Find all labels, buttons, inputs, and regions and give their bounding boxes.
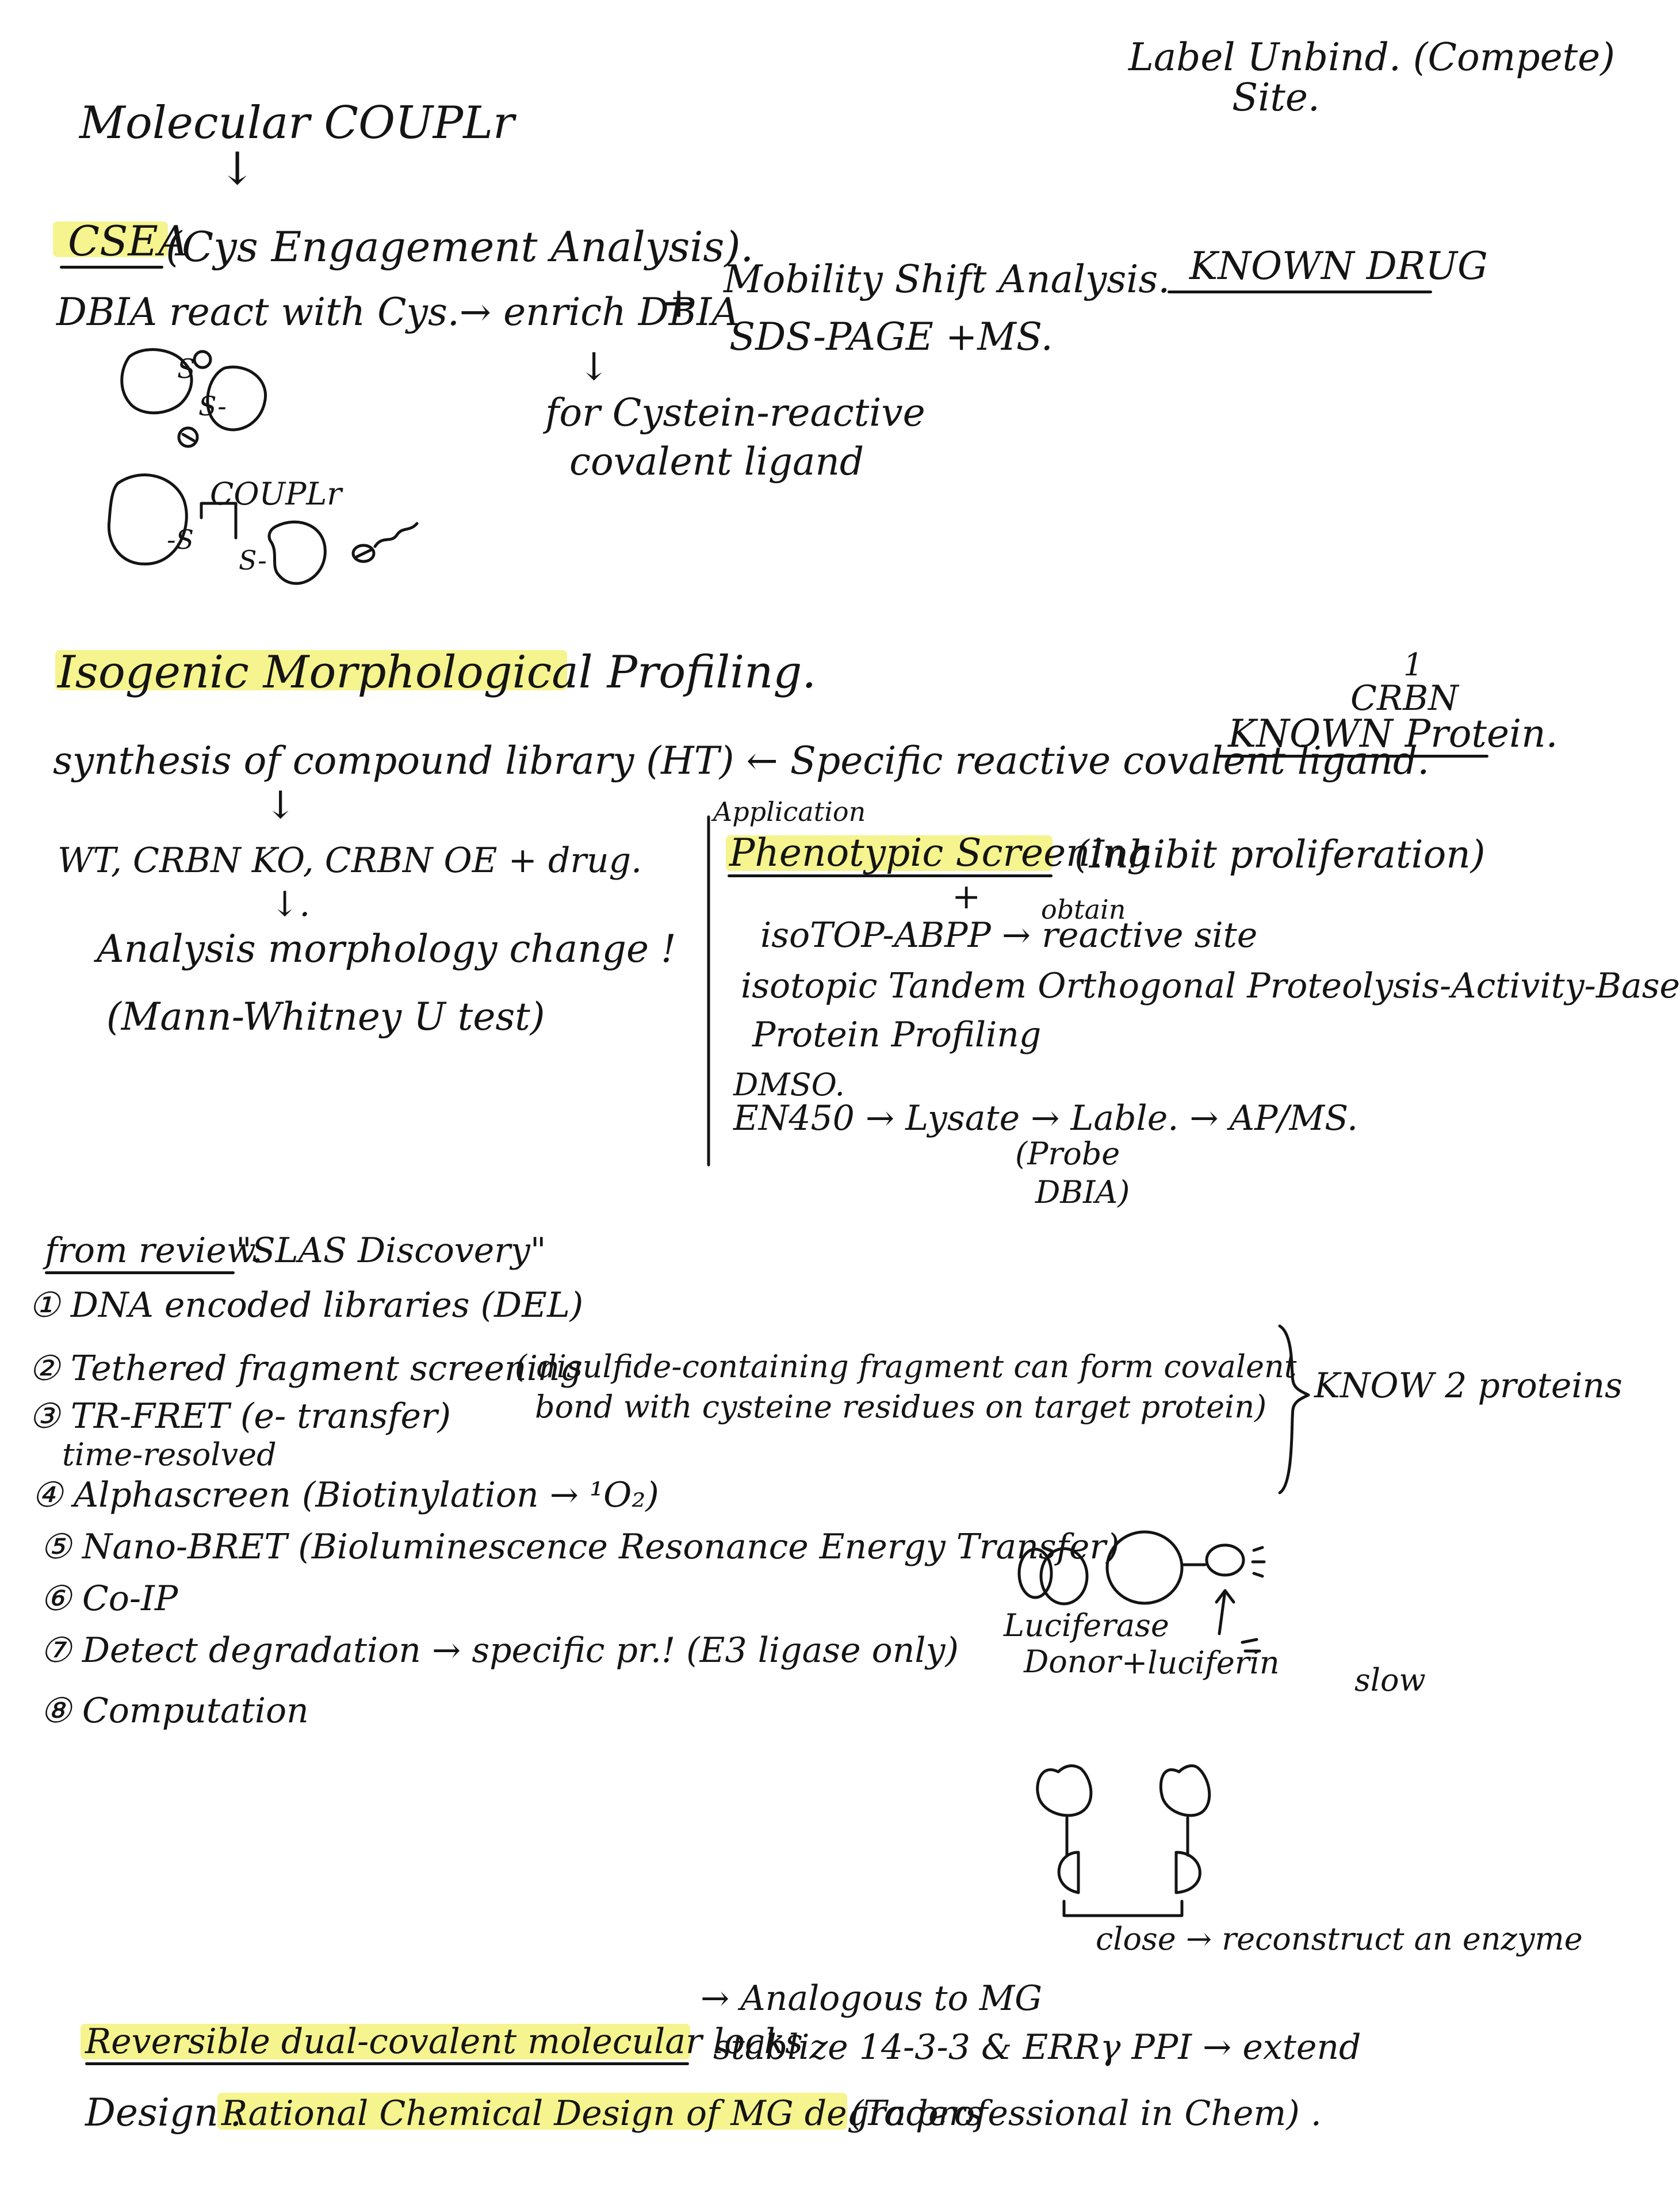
- review-item-2: ② Tethered fragment screening: [29, 1348, 582, 1389]
- down-arrow-couplr: ↓: [219, 143, 257, 195]
- protein-profiling-text: Protein Profiling: [752, 1015, 1042, 1055]
- known-protein-label: KNOWN Protein.: [1228, 712, 1558, 756]
- know-two-proteins-text: KNOW 2 proteins: [1314, 1366, 1622, 1406]
- highlight-isogenic: [55, 650, 567, 690]
- mann-whitney-text: (Mann-Whitney U test): [106, 995, 545, 1039]
- crbn-tick: 1: [1403, 647, 1423, 683]
- en450-pipeline-line: EN450 → Lysate → Lable. → AP/MS.: [733, 1098, 1358, 1138]
- review-item-1: ① DNA encoded libraries (DEL): [29, 1285, 584, 1325]
- analogous-to-mg-text: → Analogous to MG: [701, 1978, 1043, 2019]
- cysteine-reactive-text: for Cystein-reactive: [545, 391, 925, 435]
- dmso-text: DMSO.: [733, 1067, 845, 1103]
- highlight-phenotypic: [726, 835, 1053, 871]
- synthesis-line: synthesis of compound library (HT) ← Spe…: [53, 739, 1430, 783]
- locks-underline: [85, 2062, 689, 2065]
- slow-label: slow: [1354, 1662, 1426, 1698]
- review-item-7: ⑦ Detect degradation → specific pr.! (E3…: [40, 1630, 959, 1671]
- tethered-detail-1: ( disulfide-containing fragment can form…: [515, 1348, 1297, 1385]
- locks-heading: Reversible dual-covalent molecular locks: [85, 2021, 803, 2062]
- mobility-shift-text: Mobility Shift Analysis.: [724, 257, 1170, 301]
- isotopic-tandem-line: isotopic Tandem Orthogonal Proteolysis-A…: [741, 966, 1680, 1006]
- highlight-design: [217, 2093, 847, 2130]
- phenotypic-underline: [728, 874, 1053, 877]
- csea-underline: [60, 266, 163, 269]
- s-label-4: S-: [239, 545, 267, 576]
- application-label: Application: [713, 796, 866, 827]
- down-arrow-wt: ↓.: [270, 884, 311, 924]
- covalent-ligand-text: covalent ligand: [569, 439, 864, 484]
- review-source-prefix: from review.: [45, 1230, 263, 1271]
- review-item-3: ③ TR-FRET (e- transfer): [29, 1396, 451, 1436]
- known-drug-underline: [1168, 291, 1432, 293]
- isotop-abpp-line: isoTOP-ABPP → reactive site: [760, 915, 1258, 956]
- couplr-title: Molecular COUPLr: [79, 97, 515, 149]
- luciferase-label: Luciferase: [1004, 1607, 1169, 1644]
- time-resolved-text: time-resolved: [62, 1436, 277, 1473]
- phenotypic-detail-text: (Inhibit proliferation): [1074, 832, 1486, 877]
- highlight-csea: [53, 221, 168, 257]
- site-text: Site.: [1232, 75, 1320, 120]
- handwritten-notes-page: Label Unbind. (Compete) Site. Molecular …: [29, 35, 1680, 2135]
- design-label: Design :: [85, 2090, 243, 2135]
- known-drug-label: KNOWN DRUG: [1189, 244, 1488, 288]
- couplr-diagram-label: COUPLr: [210, 476, 342, 512]
- highlight-locks: [81, 2024, 690, 2059]
- split-enzyme-sketch: [1036, 1764, 1211, 1917]
- review-item-4: ④ Alphascreen (Biotinylation → ¹O₂): [32, 1475, 659, 1515]
- close-reconstruct-text: close → reconstruct an enzyme: [1096, 1921, 1583, 1957]
- analysis-morphology-text: Analysis morphology change !: [97, 927, 676, 971]
- design-note: (To professional in Chem) .: [850, 2093, 1322, 2134]
- luciferin-label: +luciferin: [1122, 1645, 1280, 1681]
- plus-sign-2: +: [952, 877, 981, 917]
- s-label-2: S-: [198, 391, 227, 422]
- probe-text-1: (Probe: [1015, 1136, 1120, 1172]
- obtain-text: obtain: [1041, 894, 1126, 925]
- down-arrow-dbia: ↓: [578, 345, 610, 389]
- s-label-3: -S: [167, 524, 194, 555]
- tethered-detail-2: bond with cysteine residues on target pr…: [535, 1389, 1267, 1425]
- review-underline: [45, 1271, 235, 1274]
- label-unbind-text: Label Unbind. (Compete): [1128, 35, 1615, 79]
- review-item-8: ⑧ Computation: [40, 1691, 309, 1731]
- csea-detail: (Cys Engagement Analysis).: [166, 223, 754, 271]
- isogenic-heading: Isogenic Morphological Profiling.: [58, 647, 817, 698]
- phenotypic-screening-text: Phenotypic Screening: [729, 831, 1151, 875]
- review-source-title: "SLAS Discovery": [236, 1230, 546, 1271]
- dbia-line: DBIA react with Cys.→ enrich DBIA: [56, 290, 739, 334]
- down-arrow-synthesis: ↓: [265, 783, 297, 827]
- review-item-5: ⑤ Nano-BRET (Bioluminescence Resonance E…: [40, 1527, 1120, 1567]
- donor-label: Donor: [1024, 1644, 1121, 1680]
- wt-crbn-line: WT, CRBN KO, CRBN OE + drug.: [58, 840, 642, 881]
- design-title: Rational Chemical Design of MG degraders: [221, 2093, 983, 2134]
- crbn-label: CRBN: [1350, 678, 1459, 719]
- known-protein-underline: [1218, 755, 1488, 758]
- review-item-6: ⑥ Co-IP: [40, 1579, 178, 1619]
- s-label-1: S: [177, 353, 196, 384]
- csea-heading: CSEA: [68, 217, 188, 265]
- sds-page-text: SDS-PAGE +MS.: [729, 315, 1053, 359]
- stabilize-line: stablize 14-3-3 & ERRγ PPI → extend: [713, 2027, 1361, 2067]
- plus-sign-1: +: [661, 278, 697, 327]
- probe-text-2: DBIA): [1035, 1174, 1130, 1210]
